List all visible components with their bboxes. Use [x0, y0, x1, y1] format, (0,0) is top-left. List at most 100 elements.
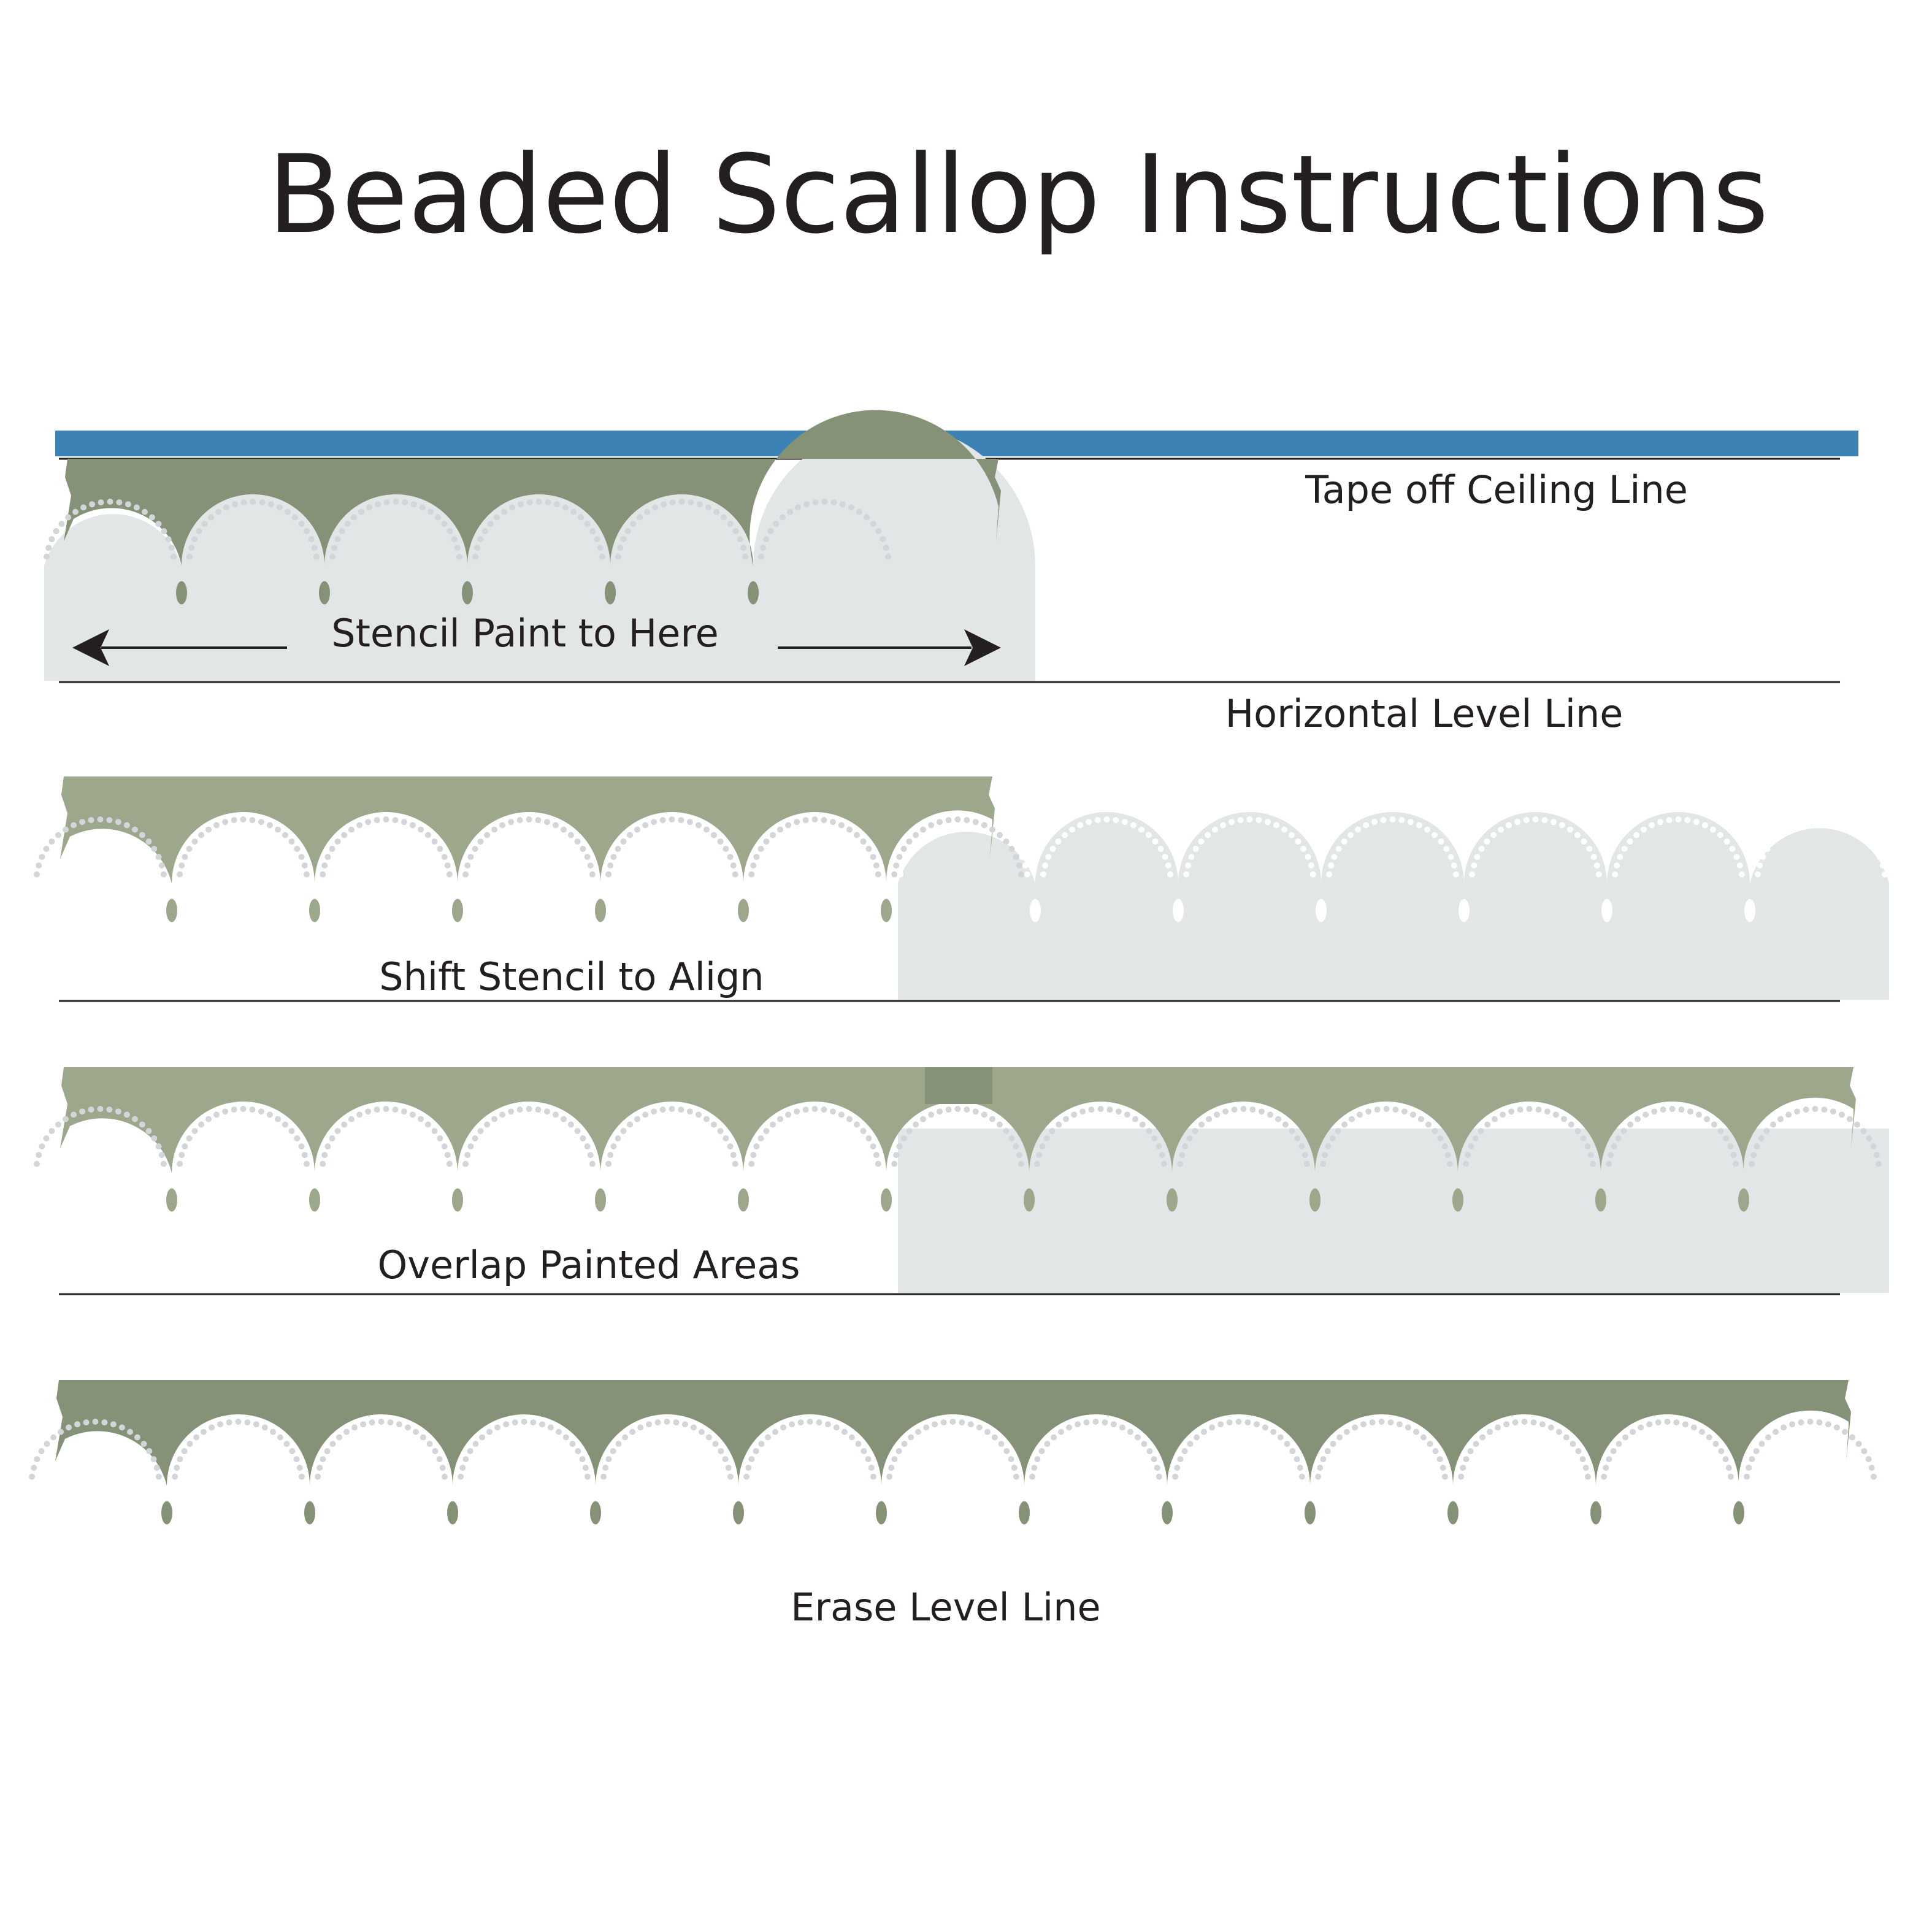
bead	[730, 1152, 737, 1159]
bead	[1870, 1143, 1877, 1150]
bead	[208, 514, 215, 521]
stencil-bead	[1701, 822, 1708, 829]
bead	[294, 846, 301, 852]
bead	[31, 1465, 37, 1471]
page-title: Beaded Scallop Instructions	[267, 132, 1769, 258]
bead	[1262, 1424, 1268, 1431]
paint-drop	[595, 899, 606, 922]
stencil-bead	[1040, 871, 1047, 878]
bead	[491, 1116, 497, 1122]
bead	[441, 854, 448, 861]
bead	[1803, 1106, 1809, 1113]
shift-stencil-label: Shift Stencil to Align	[379, 954, 764, 999]
stencil-bead	[1185, 862, 1192, 869]
bead	[182, 854, 188, 861]
stencil-bead	[1022, 862, 1029, 869]
bead	[1003, 838, 1010, 845]
bead	[722, 1456, 729, 1463]
bead	[97, 816, 104, 822]
bead	[285, 508, 291, 515]
bead	[1508, 1108, 1515, 1115]
bead	[1763, 1128, 1770, 1135]
bead	[830, 499, 837, 506]
stencil-bead	[1371, 819, 1378, 826]
bead	[526, 1106, 532, 1112]
stencil-bead	[1541, 817, 1548, 824]
bead	[409, 822, 416, 829]
stencil-bead	[1308, 862, 1314, 869]
bead	[1282, 1121, 1289, 1128]
bead	[964, 817, 970, 824]
bead	[1512, 1419, 1519, 1426]
bead	[1807, 1419, 1814, 1425]
stencil-bead	[1760, 854, 1766, 861]
bead	[959, 1419, 965, 1426]
bead	[437, 846, 443, 852]
bead	[1201, 1428, 1207, 1435]
bead	[1432, 1128, 1438, 1135]
stencil-bead	[1062, 832, 1068, 838]
bead	[580, 1135, 586, 1141]
bead	[1066, 1424, 1073, 1431]
bead	[503, 1421, 510, 1428]
bead	[821, 817, 827, 824]
bead	[170, 553, 177, 560]
stencil-bead	[1860, 832, 1866, 838]
stencil-bead	[1094, 817, 1101, 824]
bead	[605, 1160, 612, 1167]
bead	[1013, 1143, 1019, 1150]
stencil-bead	[1776, 832, 1783, 838]
bead	[1606, 1456, 1612, 1463]
bead	[539, 1421, 545, 1428]
bead	[996, 1121, 1003, 1128]
bead	[1690, 1424, 1697, 1431]
bead	[1194, 1434, 1200, 1441]
bead	[494, 1424, 501, 1431]
bead	[201, 1428, 207, 1435]
bead	[1500, 1111, 1506, 1118]
bead	[303, 871, 310, 878]
bead	[155, 854, 162, 861]
bead	[763, 838, 770, 845]
tape-ceiling-label: Tape off Ceiling Line	[1305, 467, 1688, 512]
bead	[821, 499, 828, 505]
bead	[1214, 1111, 1221, 1118]
bead	[1013, 1473, 1019, 1480]
bead	[324, 1143, 331, 1150]
stencil-drop	[1459, 899, 1470, 922]
bead	[250, 499, 256, 505]
bead	[1297, 1465, 1303, 1471]
bead	[1209, 1424, 1216, 1431]
bead	[1365, 1108, 1372, 1115]
bead	[920, 1116, 926, 1122]
bead	[1682, 1421, 1689, 1428]
bead	[1240, 1106, 1247, 1112]
bead	[294, 1135, 301, 1141]
bead	[615, 1135, 621, 1141]
bead	[696, 501, 703, 508]
stencil-bead	[1255, 817, 1262, 824]
bead	[209, 1424, 215, 1431]
bead	[432, 1448, 439, 1454]
bead	[116, 499, 123, 506]
bead	[861, 1448, 867, 1454]
bead	[1151, 1456, 1157, 1463]
bead	[289, 1448, 296, 1454]
bead	[240, 499, 247, 506]
stencil-bead	[1300, 846, 1307, 852]
bead	[1526, 1106, 1533, 1112]
bead	[740, 545, 746, 551]
stencil-bead	[1581, 838, 1587, 845]
stencil-bead	[995, 826, 1002, 833]
bead	[1298, 1143, 1305, 1150]
bead	[562, 504, 569, 511]
bead	[1437, 1135, 1444, 1141]
bead	[789, 1421, 795, 1428]
bead	[276, 504, 283, 511]
bead	[748, 1160, 755, 1167]
bead	[413, 1428, 419, 1435]
paint-drop	[881, 899, 892, 922]
bead	[132, 1116, 138, 1122]
stencil-bead	[1738, 871, 1745, 878]
stencil-bead	[1769, 838, 1776, 845]
